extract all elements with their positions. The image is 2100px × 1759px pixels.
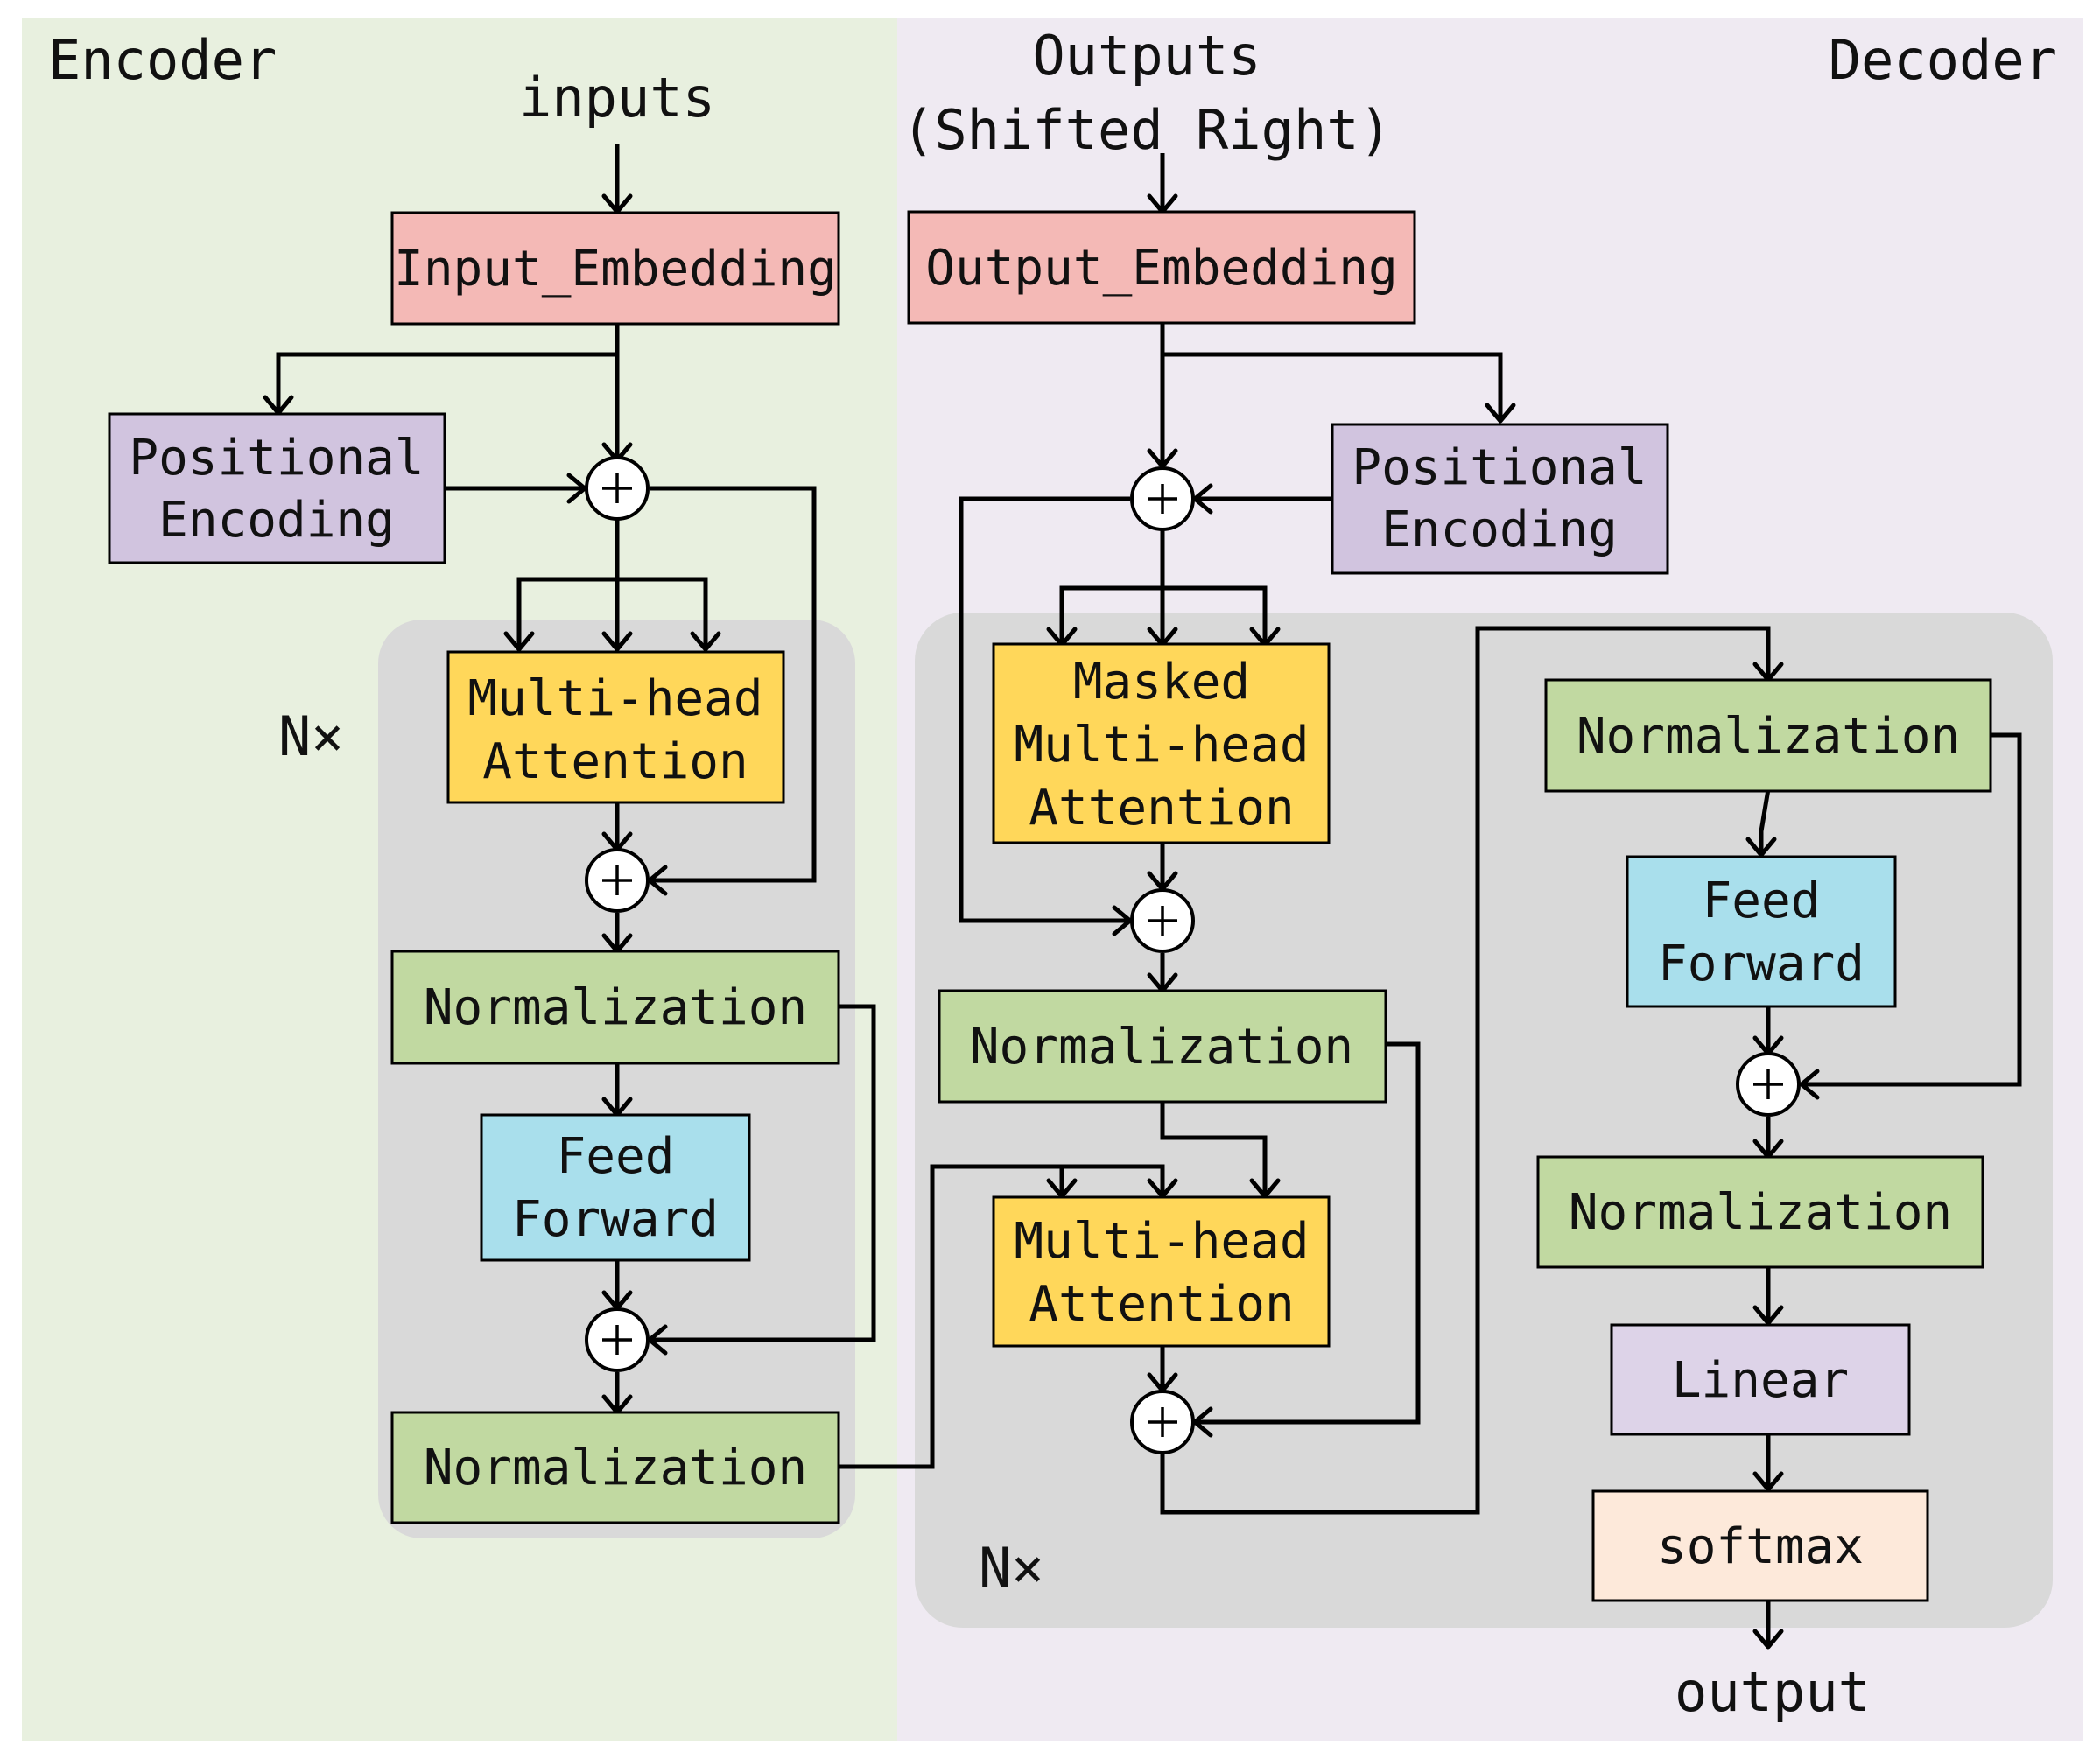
svg-text:Positional: Positional [1352, 439, 1647, 496]
outputs-shifted-label: (Shifted Right) [902, 98, 1392, 162]
input-embedding-box: Input_Embedding [390, 211, 840, 326]
svg-text:Input_Embedding: Input_Embedding [394, 241, 837, 298]
svg-text:softmax: softmax [1657, 1518, 1864, 1575]
output-embedding-box: Output_Embedding [907, 210, 1416, 325]
decoder-normalization-2-box: Normalization [1544, 678, 1992, 793]
encoder-normalization-2-box: Normalization [390, 1411, 840, 1524]
svg-text:Masked: Masked [1073, 654, 1250, 711]
decoder-normalization-3-box: Normalization [1536, 1155, 1984, 1269]
svg-text:Encoding: Encoding [158, 492, 395, 549]
add-icon [1130, 1390, 1195, 1454]
decoder-repeat-label: N× [979, 1536, 1044, 1600]
svg-text:Forward: Forward [512, 1191, 719, 1248]
svg-text:Positional: Positional [129, 430, 424, 487]
encoder-multihead-attention-box: Multi-head Attention [446, 650, 785, 804]
decoder-multihead-attention-box: Multi-head Attention [992, 1195, 1331, 1348]
encoder-title: Encoder [48, 28, 277, 92]
add-icon [1130, 466, 1195, 531]
svg-text:Normalization: Normalization [1569, 1184, 1952, 1241]
encoder-positional-encoding-box: Positional Encoding [108, 412, 446, 564]
linear-box: Linear [1610, 1323, 1911, 1436]
add-icon [1736, 1052, 1801, 1117]
svg-text:Normalization: Normalization [424, 979, 807, 1036]
add-icon [585, 456, 650, 521]
svg-text:Normalization: Normalization [424, 1440, 807, 1496]
add-icon [585, 1307, 650, 1372]
svg-text:Output_Embedding: Output_Embedding [925, 240, 1397, 297]
decoder-feed-forward-box: Feed Forward [1626, 855, 1897, 1008]
decoder-normalization-1-box: Normalization [938, 989, 1387, 1104]
svg-text:Linear: Linear [1672, 1352, 1849, 1409]
svg-text:Multi-head: Multi-head [1014, 717, 1309, 774]
svg-text:Forward: Forward [1658, 936, 1865, 992]
svg-text:Attention: Attention [1029, 780, 1294, 837]
inputs-label: inputs [519, 66, 715, 130]
softmax-box: softmax [1591, 1489, 1929, 1602]
encoder-normalization-1-box: Normalization [390, 950, 840, 1065]
svg-text:Feed: Feed [557, 1128, 675, 1185]
svg-text:Normalization: Normalization [970, 1019, 1353, 1076]
encoder-feed-forward-box: Feed Forward [480, 1113, 751, 1262]
outputs-label: Outputs [1032, 24, 1261, 88]
svg-text:Normalization: Normalization [1577, 708, 1960, 765]
svg-text:Multi-head: Multi-head [467, 670, 762, 727]
decoder-positional-encoding-box: Positional Encoding [1331, 423, 1669, 575]
connectors [276, 144, 2022, 1645]
svg-text:Feed: Feed [1703, 872, 1821, 929]
svg-text:Attention: Attention [1029, 1276, 1294, 1333]
output-label: output [1675, 1660, 1871, 1724]
add-icon [1130, 888, 1195, 953]
decoder-title: Decoder [1829, 28, 2057, 92]
svg-text:Attention: Attention [482, 733, 748, 790]
encoder-repeat-label: N× [278, 704, 344, 768]
add-icon [585, 848, 650, 913]
svg-text:Multi-head: Multi-head [1014, 1213, 1309, 1270]
svg-text:Encoding: Encoding [1381, 501, 1618, 558]
masked-multihead-attention-box: Masked Multi-head Attention [992, 642, 1331, 844]
